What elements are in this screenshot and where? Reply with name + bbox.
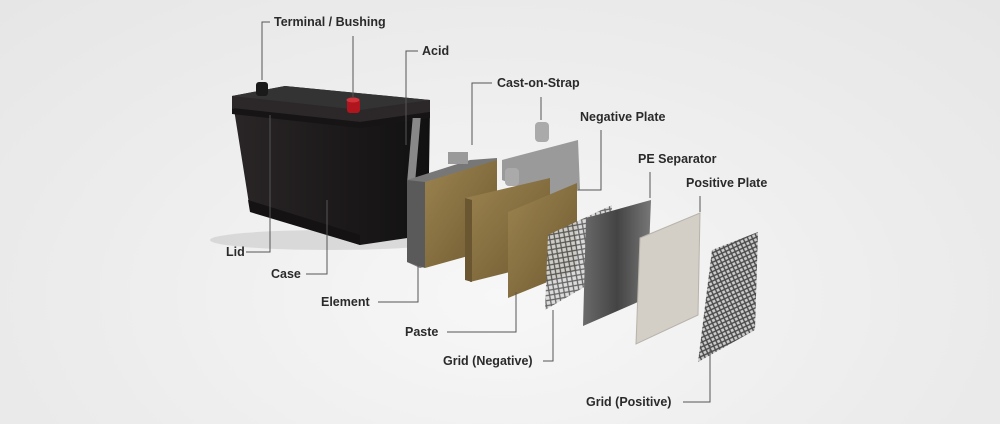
label-case: Case xyxy=(271,267,301,281)
label-grid-positive: Grid (Positive) xyxy=(586,395,672,409)
positive-terminal-bushing xyxy=(347,99,360,113)
pe-separator xyxy=(583,200,651,326)
label-pe-separator: PE Separator xyxy=(638,152,717,166)
label-element: Element xyxy=(321,295,370,309)
label-paste: Paste xyxy=(405,325,439,339)
grid-positive xyxy=(698,232,758,362)
label-acid: Acid xyxy=(422,44,450,58)
label-negative-plate: Negative Plate xyxy=(580,110,666,124)
battery-case xyxy=(232,82,430,245)
label-cast-on-strap: Cast-on-Strap xyxy=(497,76,580,90)
positive-plate xyxy=(635,212,701,345)
label-grid-negative: Grid (Negative) xyxy=(443,354,533,368)
label-positive-plate: Positive Plate xyxy=(686,176,768,190)
negative-terminal xyxy=(256,82,268,96)
label-terminal-bushing: Terminal / Bushing xyxy=(274,15,386,29)
leader-lines xyxy=(246,21,711,403)
label-lid: Lid xyxy=(226,245,245,259)
